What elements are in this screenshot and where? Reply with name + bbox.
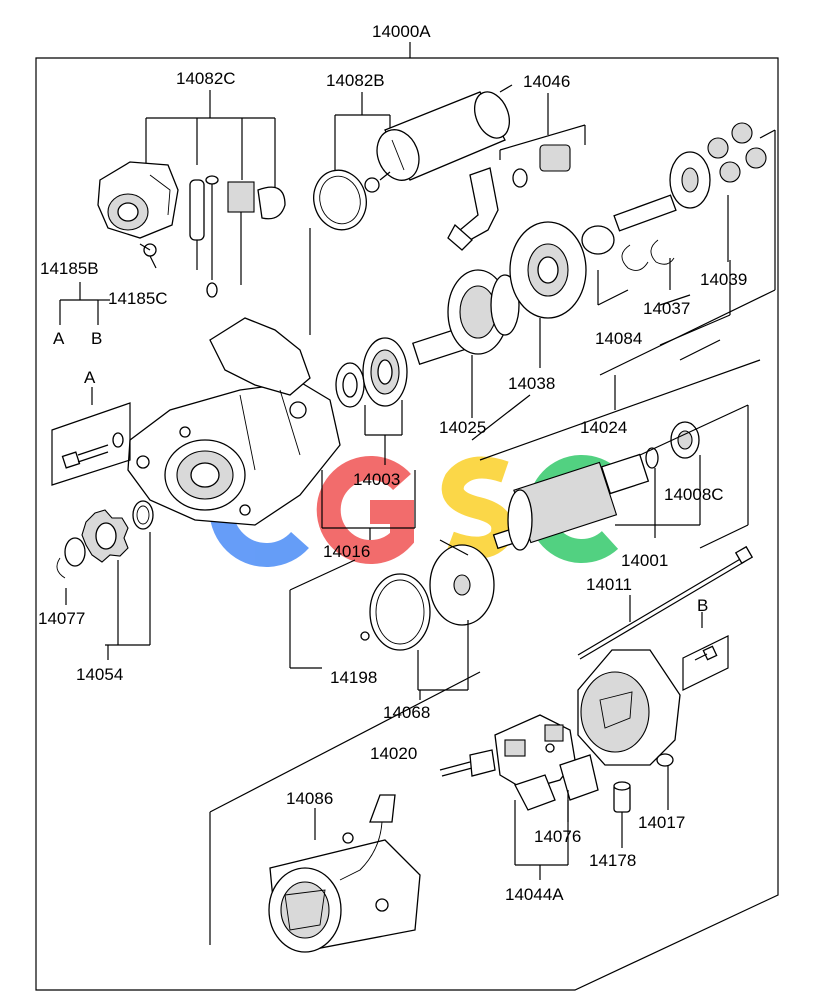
label-14185B: 14185B xyxy=(40,259,99,278)
label-ref-b1: B xyxy=(91,329,102,348)
part-planet-gears-14039 xyxy=(707,122,767,183)
assembly-frame xyxy=(35,57,779,991)
label-14198: 14198 xyxy=(330,668,377,687)
label-14039: 14039 xyxy=(700,270,747,289)
part-planet-shaft-14037 xyxy=(613,151,711,232)
bracket-14086 xyxy=(209,671,481,945)
label-14017: 14017 xyxy=(638,813,685,832)
bracket-14185B xyxy=(59,282,110,325)
label-ref-a2: A xyxy=(84,368,96,387)
bracket-14024 xyxy=(597,129,776,376)
part-bearing-14003 xyxy=(335,337,408,408)
label-14011: 14011 xyxy=(586,575,632,594)
part-drive-housing xyxy=(127,317,341,526)
part-brush-holder-14044A xyxy=(494,714,599,811)
label-14068: 14068 xyxy=(383,703,430,722)
part-gear-housing-14038 xyxy=(509,221,615,319)
bracket-14082B xyxy=(334,92,391,170)
label-14185C: 14185C xyxy=(108,289,168,308)
label-14044A: 14044A xyxy=(505,885,564,904)
label-14037: 14037 xyxy=(643,299,690,318)
part-pinion-spring xyxy=(132,500,154,530)
part-pinion-gear xyxy=(81,509,129,563)
bracket-14003 xyxy=(364,400,403,465)
label-assembly: 14000A xyxy=(372,22,431,41)
part-bushing-14178 xyxy=(613,781,631,813)
bracket-14046 xyxy=(499,93,586,160)
part-through-bolt-14011 xyxy=(577,545,754,660)
bolt-ref-a xyxy=(51,387,131,486)
leader-14025-link xyxy=(471,394,531,441)
part-plunger-spring xyxy=(313,169,367,231)
bracket-14016 xyxy=(289,470,416,669)
label-14077: 14077 xyxy=(38,609,85,628)
label-14016: 14016 xyxy=(323,542,370,561)
watermark-letter-g xyxy=(316,456,414,564)
part-overrunning-clutch xyxy=(412,269,520,366)
part-dust-cover-14068 xyxy=(369,544,495,651)
label-14025: 14025 xyxy=(439,418,486,437)
label-14038: 14038 xyxy=(508,374,555,393)
label-14082B: 14082B xyxy=(326,71,385,90)
part-screw-14185C xyxy=(139,243,157,269)
label-14008C: 14008C xyxy=(664,485,724,504)
label-14046: 14046 xyxy=(523,72,570,91)
part-armature-14001 xyxy=(492,447,659,551)
bolt-ref-b xyxy=(682,612,729,691)
bracket-14001 xyxy=(615,404,749,549)
leader-14024-link xyxy=(479,359,761,461)
label-14003: 14003 xyxy=(353,470,400,489)
part-ball-14198 xyxy=(360,631,370,641)
bracket-14082C xyxy=(145,90,276,188)
label-14001: 14001 xyxy=(621,551,668,570)
bracket-14054 xyxy=(65,532,151,660)
label-ref-a1: A xyxy=(53,329,65,348)
part-bearing-14008C xyxy=(670,421,700,459)
label-14084: 14084 xyxy=(595,329,642,348)
label-14082C: 14082C xyxy=(176,69,236,88)
label-14024: 14024 xyxy=(580,418,627,437)
label-14020: 14020 xyxy=(370,744,417,763)
watermark-letter-s xyxy=(441,456,514,559)
part-shift-lever xyxy=(447,144,571,251)
part-rear-bracket-14017 xyxy=(577,649,681,767)
part-yoke-14086 xyxy=(268,794,421,953)
label-14178: 14178 xyxy=(589,851,636,870)
part-solenoid-cover xyxy=(97,161,179,239)
part-screw-14020 xyxy=(439,749,496,777)
label-ref-b2: B xyxy=(697,596,708,615)
label-14076: 14076 xyxy=(534,827,581,846)
part-terminal-parts xyxy=(189,175,286,298)
part-solenoid-switch xyxy=(364,84,513,193)
label-14054: 14054 xyxy=(76,665,123,684)
part-stop-ring-14077 xyxy=(56,537,86,579)
part-retaining-clips-14084 xyxy=(621,239,675,271)
label-14086: 14086 xyxy=(286,789,333,808)
